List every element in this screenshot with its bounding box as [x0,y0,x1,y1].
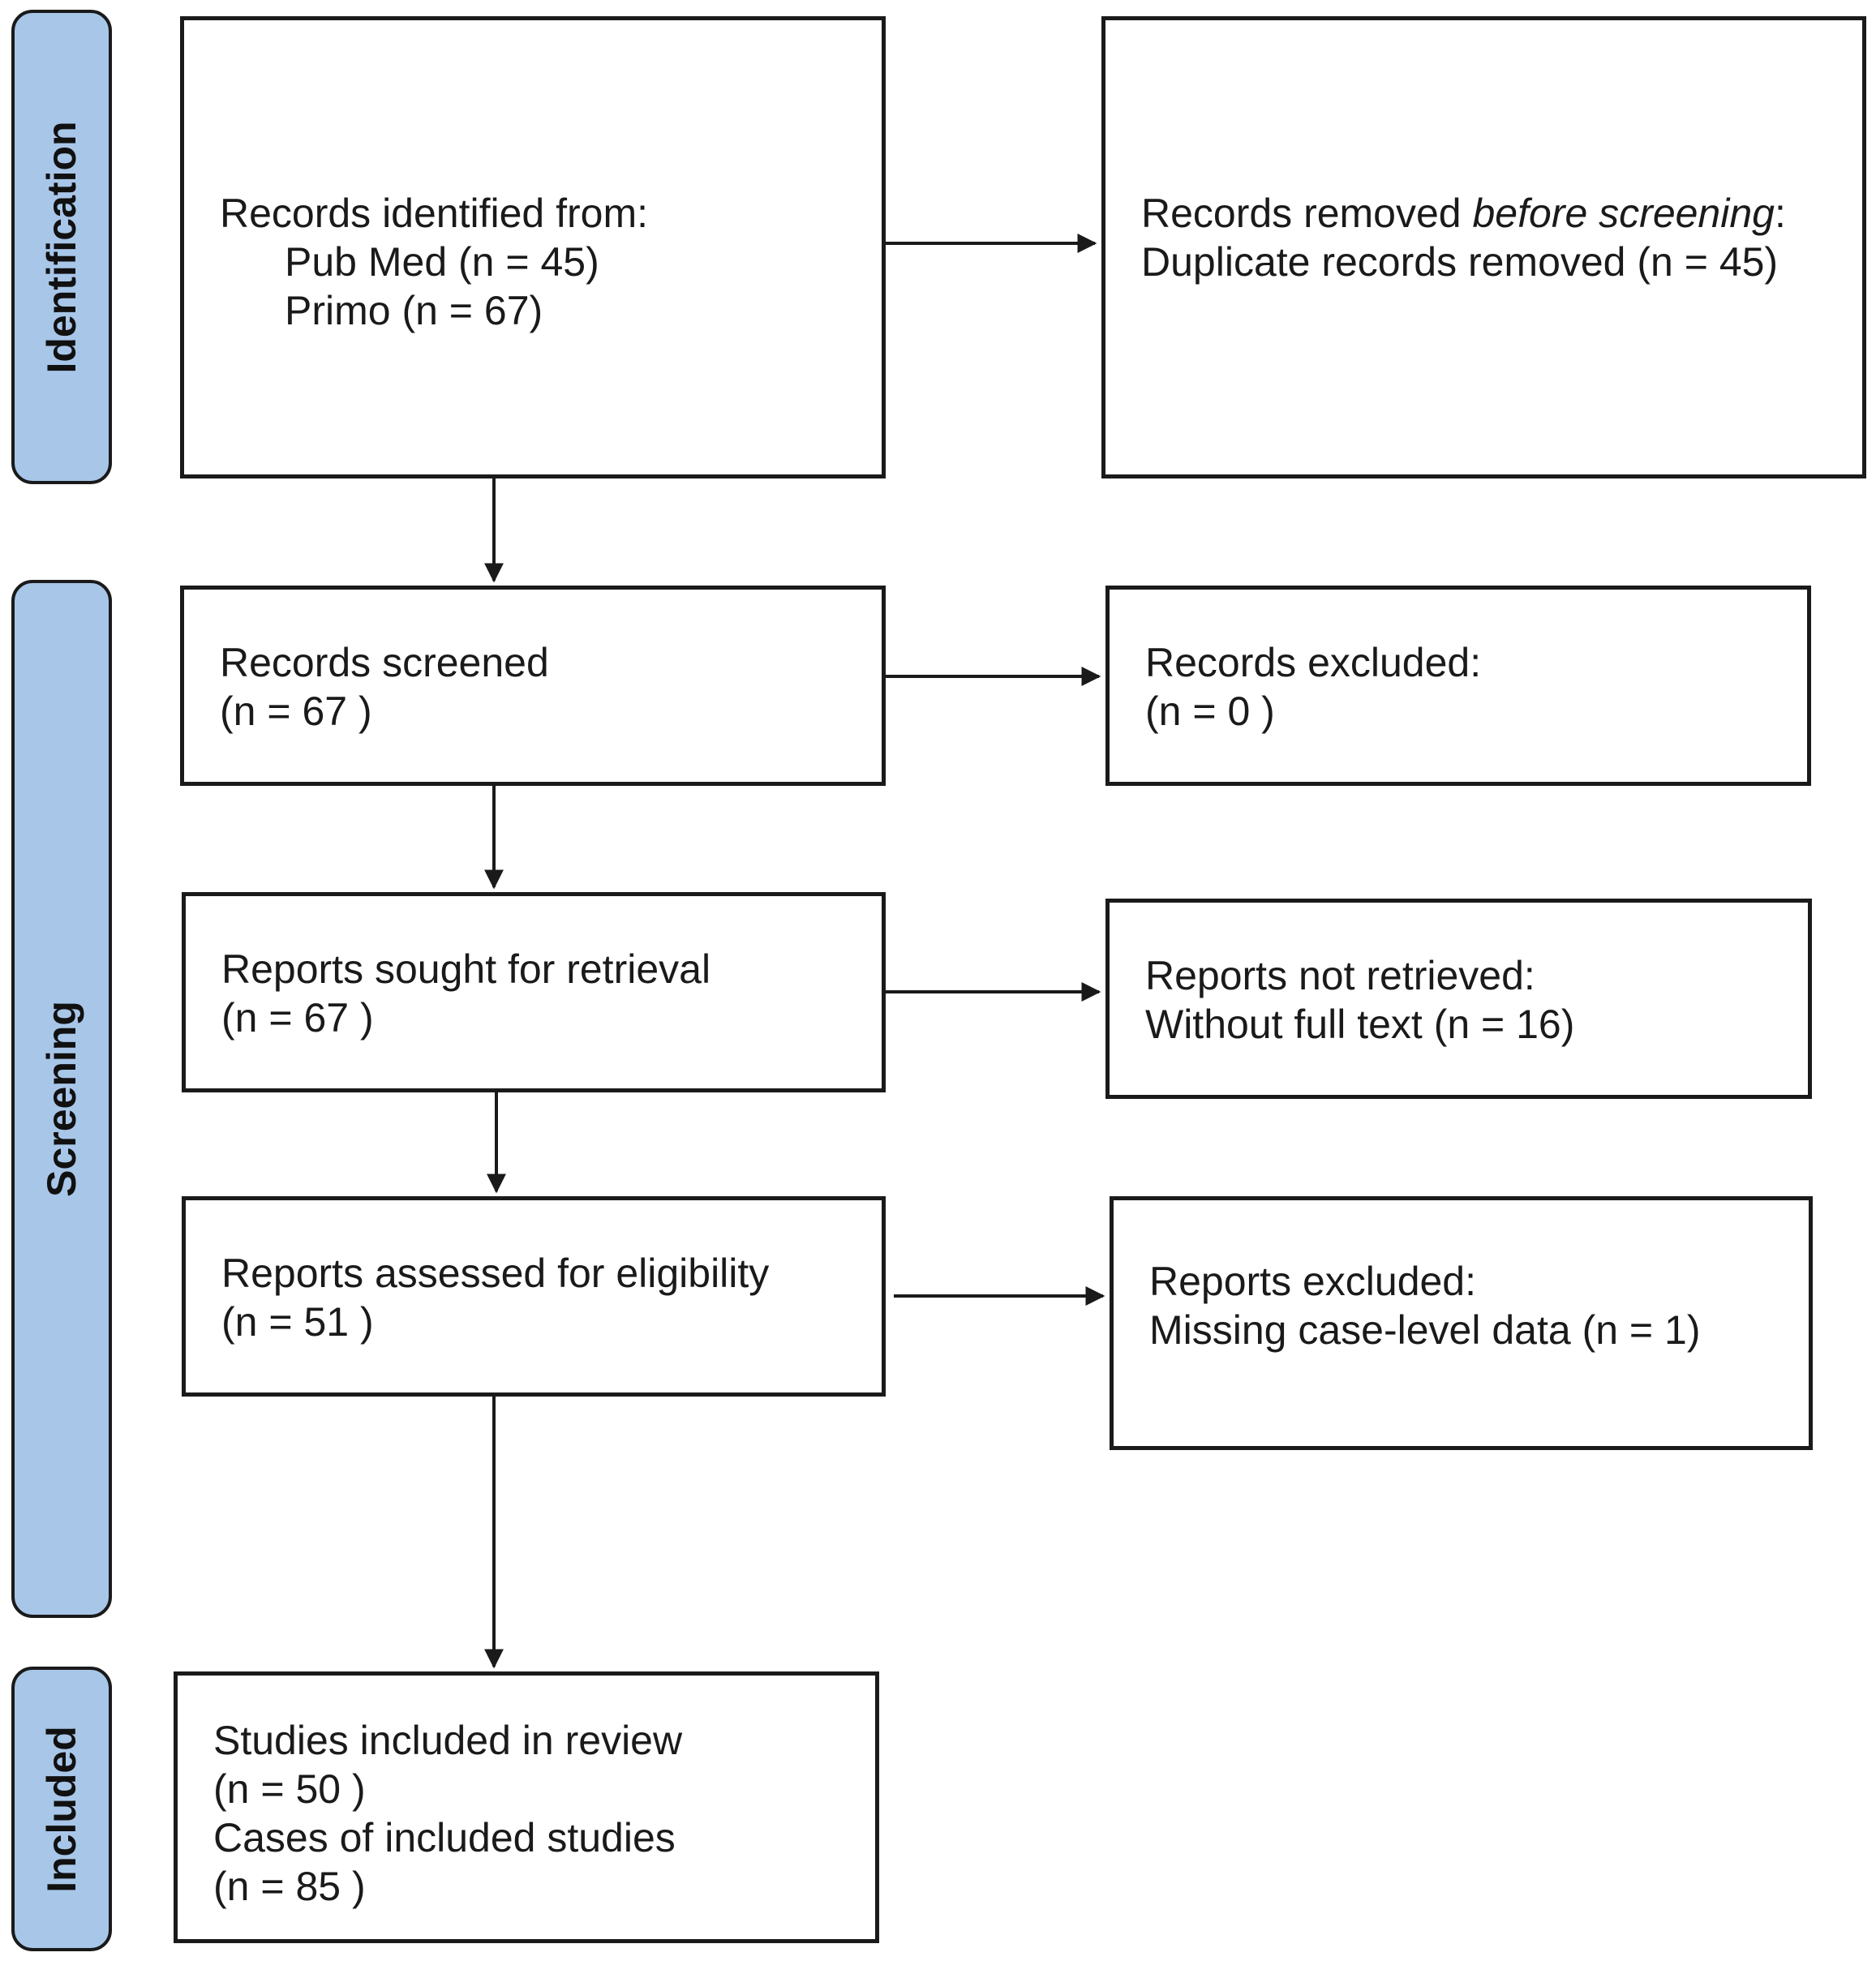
records-excluded-count: (n = 0 ) [1145,689,1275,734]
reports-excluded-box: Reports excluded: Missing case-level dat… [1110,1196,1813,1450]
cases-included-heading: Cases of included studies [213,1815,676,1860]
duplicates-removed: Duplicate records removed (n = 45) [1141,239,1779,285]
reports-sought-count: (n = 67 ) [221,995,374,1041]
records-removed-heading-text: Records removed [1141,191,1473,236]
reports-assessed-heading: Reports assessed for eligibility [221,1251,770,1296]
source-primo: Primo (n = 67) [285,288,543,333]
records-removed-heading-italic: before screening [1472,191,1775,236]
records-screened-heading: Records screened [220,640,549,685]
records-removed-heading-colon: : [1774,191,1786,236]
prisma-flow-diagram: Identification Screening Included Record… [11,10,1866,1951]
records-screened-count: (n = 67 ) [220,689,372,734]
reports-excluded-heading: Reports excluded: [1149,1259,1477,1304]
studies-included-box: Studies included in review (n = 50 ) Cas… [174,1671,879,1943]
records-removed-box: Records removed before screening: Duplic… [1101,16,1866,478]
reports-not-retrieved-box: Reports not retrieved: Without full text… [1105,899,1812,1099]
reports-sought-box: Reports sought for retrieval (n = 67 ) [182,892,886,1092]
source-pubmed: Pub Med (n = 45) [285,239,599,285]
reports-assessed-box: Reports assessed for eligibility (n = 51… [182,1196,886,1397]
reports-not-retrieved-detail: Without full text (n = 16) [1145,1002,1575,1047]
phase-identification: Identification [11,10,112,484]
reports-not-retrieved-heading: Reports not retrieved: [1145,953,1535,998]
records-identified-heading: Records identified from: [220,191,649,236]
phase-included: Included [11,1667,112,1951]
reports-excluded-detail: Missing case-level data (n = 1) [1149,1307,1701,1353]
records-excluded-heading: Records excluded: [1145,640,1482,685]
records-excluded-box: Records excluded: (n = 0 ) [1105,586,1811,786]
reports-assessed-count: (n = 51 ) [221,1299,374,1345]
studies-included-count: (n = 50 ) [213,1766,366,1812]
flow-arrows [484,234,1105,1669]
studies-included-heading: Studies included in review [213,1718,683,1763]
cases-included-count: (n = 85 ) [213,1864,366,1909]
records-identified-box: Records identified from: Pub Med (n = 45… [180,16,886,478]
phase-screening: Screening [11,580,112,1618]
records-removed-heading: Records removed before screening: [1141,189,1862,238]
reports-sought-heading: Reports sought for retrieval [221,946,711,992]
records-screened-box: Records screened (n = 67 ) [180,586,886,786]
